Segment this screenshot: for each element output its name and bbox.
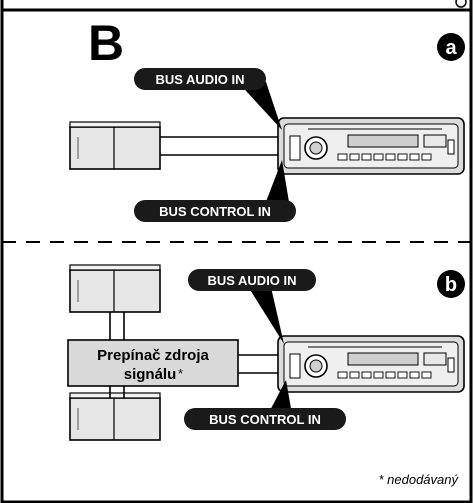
- badge-b-circle: [437, 270, 465, 298]
- panel-b: b Prepínač zdroja signálu * BUS AUDIO IN…: [67, 264, 465, 441]
- audio-callout-pointer-a: [236, 80, 282, 130]
- bus-control-text-a: BUS CONTROL IN: [159, 204, 271, 219]
- bus-control-text-b: BUS CONTROL IN: [209, 412, 321, 427]
- selector-asterisk: *: [178, 366, 183, 381]
- badge-a-circle: [437, 33, 465, 61]
- bus-audio-text-a: BUS AUDIO IN: [155, 72, 244, 87]
- corner-mark-icon: [455, 0, 467, 8]
- external-unit-b-upper: [69, 264, 161, 313]
- external-unit-b-lower: [69, 392, 161, 441]
- control-callout-pointer-a: [262, 160, 290, 212]
- bus-control-label-b: [184, 408, 346, 430]
- selector-label-line1: Prepínač zdroja: [97, 347, 209, 364]
- head-unit-a: [277, 117, 465, 175]
- selector-label-line2: signálu: [124, 366, 177, 383]
- badge-a-letter: a: [445, 37, 457, 59]
- bus-audio-text-b: BUS AUDIO IN: [207, 273, 296, 288]
- external-unit-a: [69, 121, 161, 170]
- bus-control-label-a: [134, 200, 296, 222]
- badge-b-letter: b: [445, 274, 457, 296]
- source-selector-box: [67, 339, 239, 387]
- head-unit-b: [277, 335, 465, 393]
- footnote: * nedodávaný: [378, 472, 459, 487]
- section-letter: B: [88, 15, 124, 71]
- bus-audio-label-b: [188, 269, 316, 291]
- panel-a: a BUS AUDIO IN BUS CONTROL IN: [69, 33, 465, 222]
- audio-callout-pointer-b: [244, 280, 284, 344]
- bus-audio-label-a: [134, 68, 266, 90]
